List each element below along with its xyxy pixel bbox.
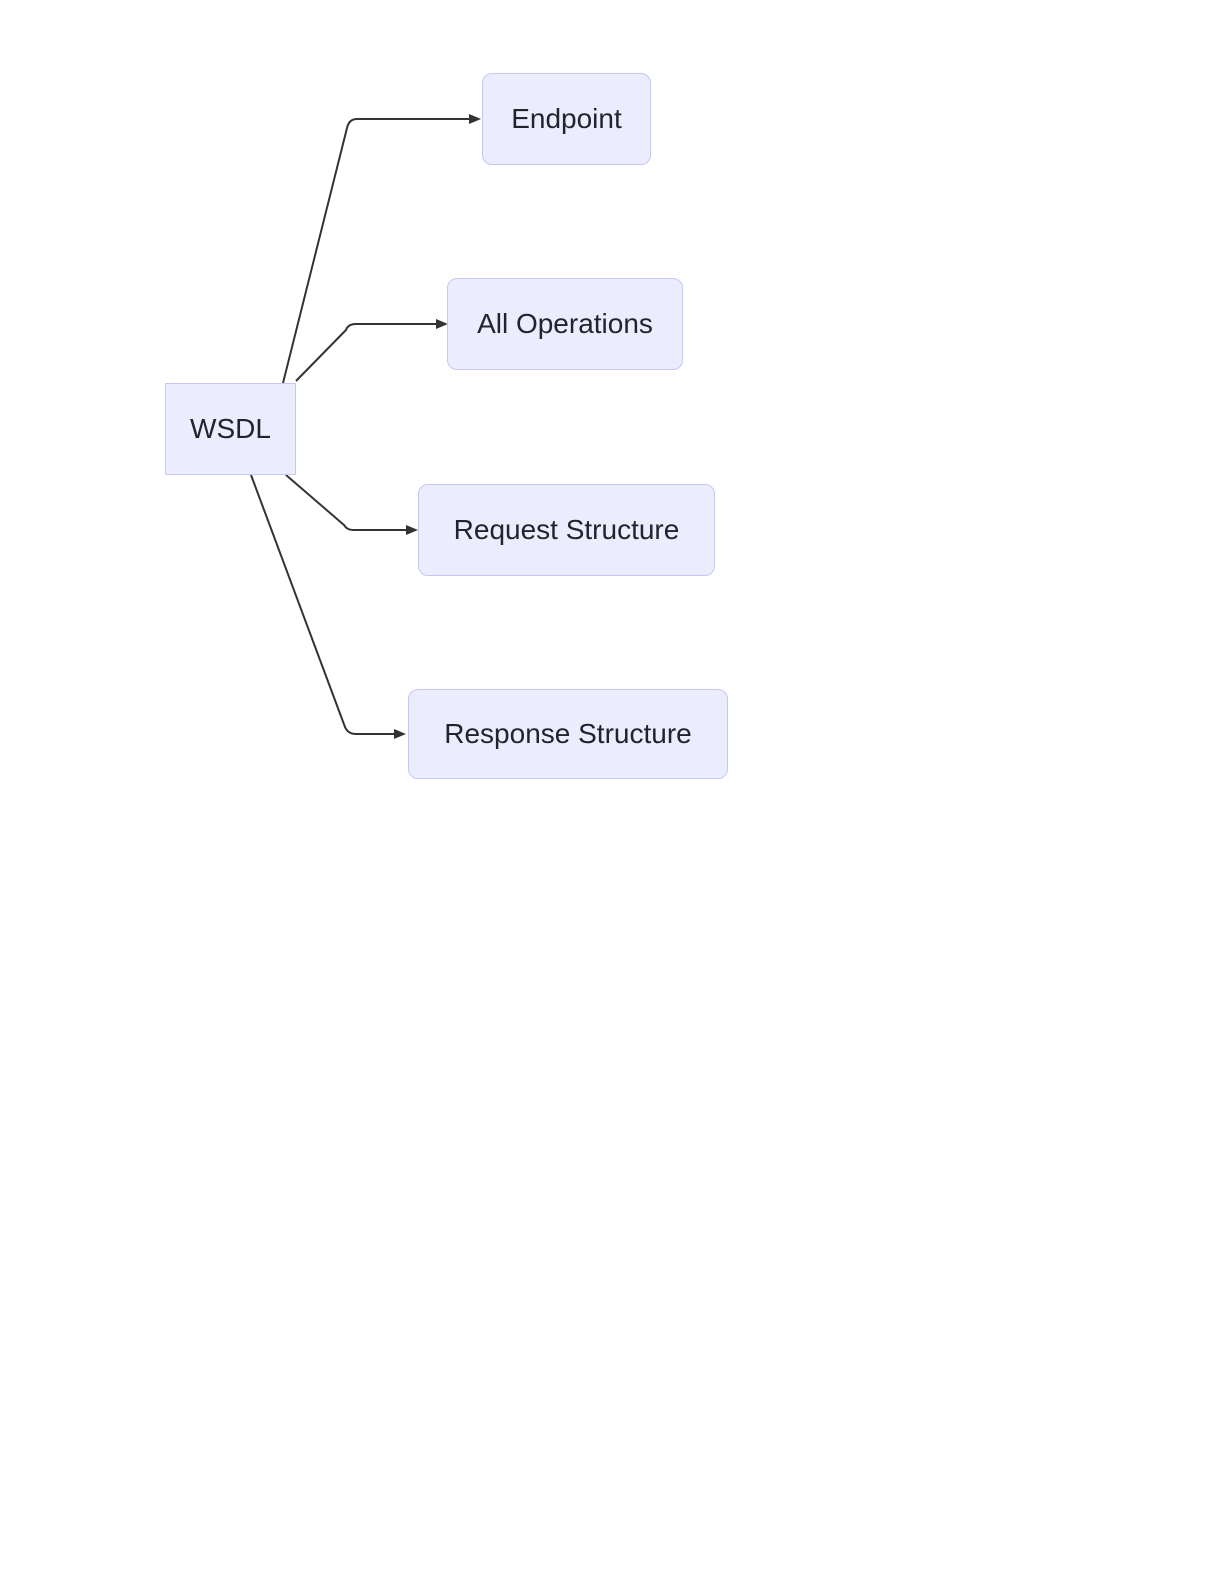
node-wsdl-label: WSDL xyxy=(190,413,271,444)
node-request-structure: Request Structure xyxy=(418,484,715,576)
node-endpoint: Endpoint xyxy=(482,73,651,165)
edge-wsdl-all-operations xyxy=(295,319,448,382)
edge-wsdl-endpooint xyxy=(282,114,481,384)
edge-wsdl-request-structure xyxy=(285,474,418,535)
node-all-operations: All Operations xyxy=(447,278,683,370)
edge-wsdl-response-structure xyxy=(250,474,406,739)
node-all-operations-label: All Operations xyxy=(477,308,653,339)
node-endpoint-label: Endpoint xyxy=(511,103,622,134)
node-response-structure-label: Response Structure xyxy=(444,718,692,749)
node-request-structure-label: Request Structure xyxy=(453,514,680,545)
node-wsdl: WSDL xyxy=(165,383,296,475)
node-response-structure: Response Structure xyxy=(408,689,728,779)
